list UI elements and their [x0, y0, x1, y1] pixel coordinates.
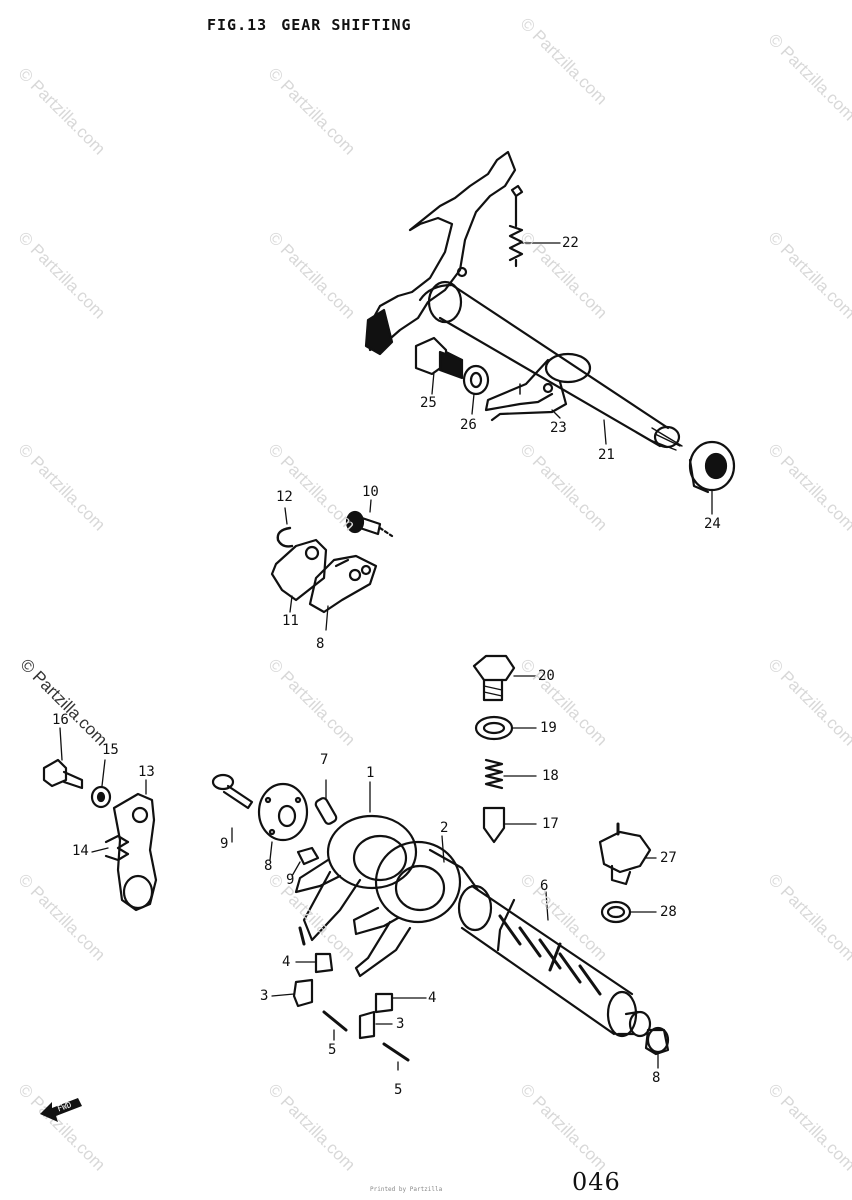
callout-label: 3 [260, 988, 269, 1004]
callout-label: 19 [540, 720, 557, 736]
forward-arrow-icon: FWD [38, 1094, 84, 1128]
callout-label: 11 [282, 613, 299, 629]
washer-18 [90, 785, 112, 809]
circlip-15 [276, 526, 294, 548]
shift-cam-stopper-16 [112, 792, 158, 912]
pins-5 [322, 1010, 410, 1062]
rollers-3-4 [292, 952, 394, 1040]
callout-label: 28 [660, 904, 677, 920]
callout-label: 9 [286, 872, 295, 888]
callout-label: 10 [362, 484, 379, 500]
callout-label: 8 [316, 636, 325, 652]
cap-11 [644, 1026, 670, 1056]
pin-7 [314, 797, 338, 825]
gear-shift-cam-6 [457, 884, 652, 1038]
callout-label: 13 [138, 764, 155, 780]
spring-21 [484, 758, 504, 790]
callout-label: 23 [550, 420, 567, 436]
figure-title: FIG.13 GEAR SHIFTING [207, 16, 426, 34]
spring-17 [104, 834, 130, 862]
shift-shaft-part [418, 280, 683, 451]
bolt-28 [414, 336, 464, 380]
callout-label: 1 [366, 765, 375, 781]
callout-label: 15 [102, 742, 119, 758]
callout-label: 22 [562, 235, 579, 251]
callout-label: 8 [264, 858, 273, 874]
callout-label: 6 [540, 878, 549, 894]
shift-arm-part [364, 150, 517, 356]
plunger-20 [482, 806, 506, 844]
oil-seal-27 [688, 440, 736, 494]
screw-13 [345, 510, 394, 538]
callout-label: 25 [420, 395, 437, 411]
callout-label: 18 [542, 768, 559, 784]
callout-label: 5 [394, 1082, 403, 1098]
shift-fork-2 [352, 840, 480, 978]
plate-9 [257, 782, 309, 842]
callout-label: 4 [282, 954, 291, 970]
callout-label: 3 [396, 1016, 405, 1032]
callout-label: 24 [704, 516, 721, 532]
washer-31 [600, 900, 632, 924]
screw-10 [211, 773, 254, 810]
figure-number: FIG.13 [207, 16, 268, 34]
callout-label: 5 [328, 1042, 337, 1058]
callout-label: 14 [72, 843, 89, 859]
washer-22 [474, 715, 514, 741]
callout-label: 7 [320, 752, 329, 768]
callout-label: 9 [220, 836, 229, 852]
shift-fork-1 [294, 814, 418, 946]
callout-label: 17 [542, 816, 559, 832]
callout-label: 20 [538, 668, 555, 684]
callout-label: 12 [276, 489, 293, 505]
callout-label: 26 [460, 417, 477, 433]
callout-label: 8 [652, 1070, 661, 1086]
shift-fork-arm-part [484, 352, 592, 422]
page-number: 046 [572, 1168, 621, 1196]
pin-8 [296, 846, 320, 866]
callout-label: 16 [52, 712, 69, 728]
callout-label: 2 [440, 820, 449, 836]
callout-label: 21 [598, 447, 615, 463]
figure-name: GEAR SHIFTING [281, 16, 412, 34]
washer-29 [462, 364, 490, 396]
spring-25 [508, 184, 524, 268]
bolt-19 [42, 758, 84, 790]
bolt-23 [472, 654, 516, 702]
stopper-plates-part [270, 538, 378, 614]
callout-label: 4 [428, 990, 437, 1006]
footer-text: Printed by Partzilla [370, 1186, 443, 1193]
neutral-switch-30 [598, 822, 652, 886]
callout-label: 27 [660, 850, 677, 866]
